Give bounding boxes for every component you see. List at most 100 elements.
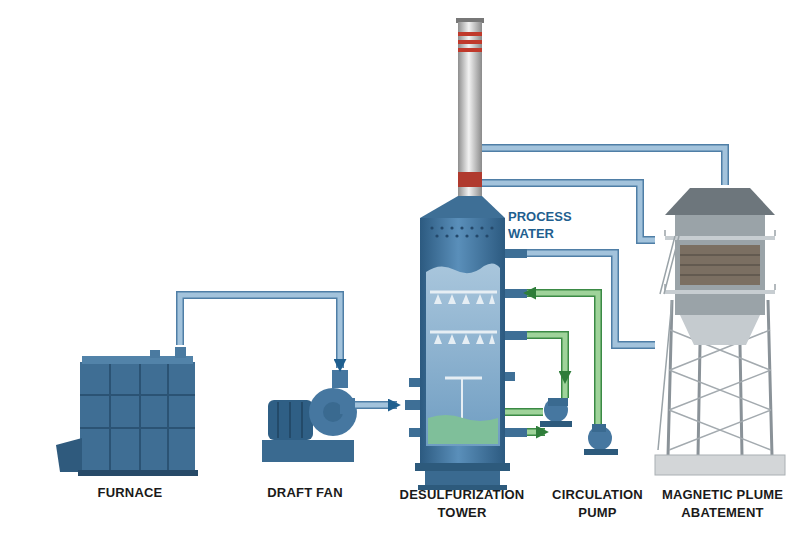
pump-outlet (592, 424, 606, 432)
motor-fin (301, 402, 303, 438)
panel-line (139, 364, 141, 470)
stair (658, 236, 679, 450)
pipe-outline (180, 295, 340, 368)
nozzle-stub (409, 428, 420, 437)
pipe-outline (527, 428, 545, 436)
furnace-node: FURNACE (55, 345, 205, 502)
perforation-grid (430, 226, 493, 237)
pipe (180, 295, 340, 368)
nozzle-stub (505, 428, 527, 437)
abatement-core (680, 245, 760, 285)
equipment-label: DRAFT FAN (267, 484, 342, 502)
panel-line (80, 427, 195, 429)
fan-inlet (332, 370, 348, 388)
stack-pipe-outline (482, 148, 527, 183)
fan-illustration (262, 370, 357, 462)
nozzle-stub (505, 289, 527, 298)
spray-nozzles (434, 294, 495, 304)
stack-band (458, 40, 482, 44)
burner (56, 438, 82, 472)
perforation (480, 226, 483, 229)
tower-cone (420, 196, 505, 218)
pipe-connector (180, 295, 340, 368)
perforation (470, 226, 473, 229)
pipe-connector (355, 405, 397, 406)
furnace-illustration (56, 347, 198, 476)
fan-motor (268, 400, 313, 440)
tower-node: DESULFURIZATION TOWER (397, 15, 527, 522)
pipe-connector (527, 335, 565, 380)
spray-header (430, 331, 497, 334)
abatement-roof (665, 188, 775, 215)
pipe (527, 430, 545, 435)
green-pipe (505, 380, 598, 426)
pipe (527, 335, 565, 380)
tower-cutaway (426, 263, 500, 446)
pump-volute (544, 398, 568, 422)
pipe (527, 293, 598, 380)
cross-brace (669, 330, 771, 450)
pipe-connector (527, 253, 655, 345)
nozzle-stub (505, 249, 527, 258)
pipe-outline (527, 253, 655, 345)
tower-illustration (405, 18, 527, 490)
furnace-outlet (175, 347, 186, 358)
fan-base (262, 440, 354, 462)
perforation (435, 234, 438, 237)
pipe-outline (527, 335, 565, 380)
perforation (455, 234, 458, 237)
platform (665, 290, 775, 294)
perforation (475, 234, 478, 237)
railing (665, 230, 775, 290)
equipment-label: CIRCULATION PUMP (545, 486, 650, 522)
perforation (460, 226, 463, 229)
core-line (680, 255, 760, 275)
nozzle-stub (405, 400, 420, 410)
pump-base (540, 421, 572, 427)
equipment-label: FURNACE (98, 484, 163, 502)
fan-outlet (340, 398, 355, 414)
perforation (485, 234, 488, 237)
fan-housing (309, 388, 357, 436)
stack-band (458, 172, 482, 187)
agitator-bar (445, 377, 482, 380)
stack-pipe (482, 148, 527, 183)
perforation (490, 226, 493, 229)
pipe-connector (527, 293, 598, 380)
pump-base (584, 449, 618, 455)
panel-line (80, 394, 195, 396)
perforation (430, 226, 433, 229)
motor-fin (289, 402, 291, 438)
stream-label: PROCESS WATER (508, 208, 590, 242)
spray-header (430, 291, 497, 294)
nozzle-stub (505, 331, 527, 340)
perforation (450, 226, 453, 229)
hopper (680, 315, 760, 345)
pipe-connector (527, 432, 545, 433)
pump-node: CIRCULATION PUMP (545, 380, 650, 522)
agitator-shaft (461, 378, 463, 420)
perforation (465, 234, 468, 237)
tower-flange (415, 463, 510, 471)
motor-fin (277, 402, 279, 438)
furnace-nozzle (150, 350, 160, 358)
stack-band (458, 48, 482, 52)
nozzle-stub (505, 372, 515, 381)
pipe (355, 403, 397, 408)
furnace-body (80, 362, 195, 472)
support-leg (668, 300, 772, 456)
equipment-label: MAGNETIC PLUME ABATEMENT (655, 486, 790, 522)
perforation (440, 226, 443, 229)
fan-node: DRAFT FAN (255, 368, 355, 502)
spray-nozzles (434, 334, 495, 344)
pump-outlet (548, 398, 568, 406)
tower-skirt (425, 471, 500, 485)
platform (665, 236, 775, 240)
abatement-base (655, 455, 785, 475)
slurry (428, 415, 498, 444)
pump-illustration (505, 380, 618, 455)
abatement-illustration (655, 188, 785, 475)
